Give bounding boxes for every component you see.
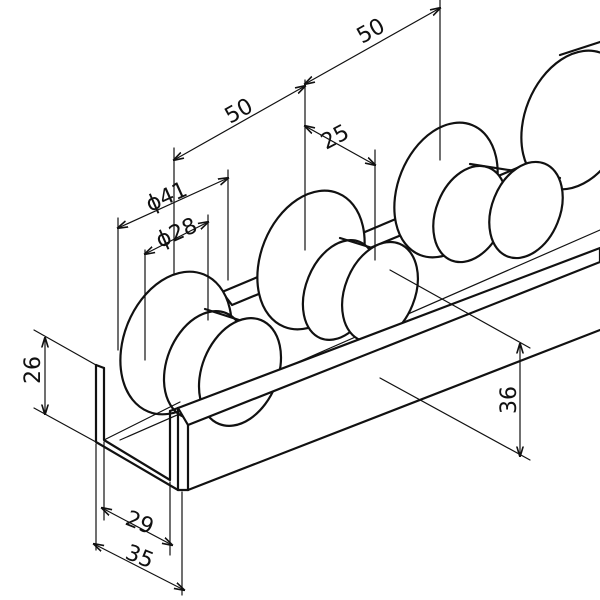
dim-total-height: 36: [379, 269, 531, 461]
channel-front: [94, 246, 600, 492]
roller-wheel-3: [393, 121, 564, 264]
dim-channel-height: 26: [21, 329, 97, 443]
roller-wheel-2: [256, 189, 419, 344]
dim-inner-width-text: 29: [122, 506, 157, 540]
dim-channel-height-text: 26: [21, 356, 46, 384]
dim-outer-diameter-text: ϕ41: [142, 177, 191, 217]
dim-total-height-text: 36: [497, 386, 522, 414]
dim-outer-width-text: 35: [122, 540, 157, 574]
dim-inner-diameter-text: ϕ28: [152, 213, 201, 253]
dim-pitch-mid-text: 50: [221, 94, 258, 129]
dim-pitch-top-text: 50: [353, 14, 390, 49]
